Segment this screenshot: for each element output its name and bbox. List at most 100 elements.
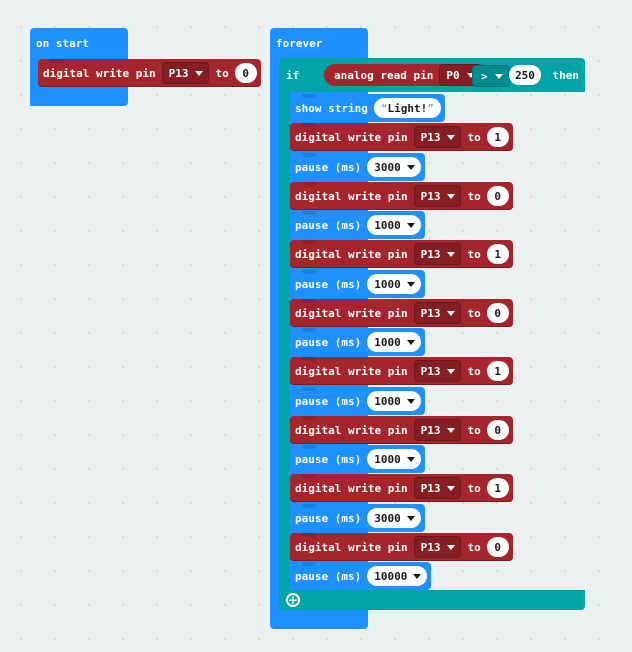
- pin-dropdown[interactable]: P13: [413, 243, 462, 265]
- chevron-down-icon: [406, 164, 415, 170]
- pause-block[interactable]: pause (ms) 1000: [290, 211, 425, 239]
- pause-block[interactable]: pause (ms) 3000: [290, 504, 425, 532]
- value-input[interactable]: 0: [486, 537, 509, 557]
- chevron-down-icon: [447, 485, 456, 491]
- pause-label: pause (ms): [295, 218, 362, 232]
- threshold-input[interactable]: 250: [509, 65, 541, 85]
- chevron-down-icon: [466, 72, 475, 78]
- duration-dropdown[interactable]: 3000: [367, 508, 421, 528]
- value-input[interactable]: 1: [486, 244, 509, 264]
- on-start-block[interactable]: on start: [30, 28, 128, 58]
- duration-dropdown[interactable]: 1000: [367, 391, 421, 411]
- value-input[interactable]: 1: [486, 127, 509, 147]
- pin-dropdown[interactable]: P13: [413, 302, 462, 324]
- pause-label: pause (ms): [295, 277, 362, 291]
- digital-write-block[interactable]: digital write pin P13 to 1: [290, 240, 513, 268]
- pause-block[interactable]: pause (ms) 1000: [290, 387, 425, 415]
- operator-dropdown[interactable]: >: [472, 65, 510, 87]
- pause-block[interactable]: pause (ms) 1000: [290, 328, 425, 356]
- value-input[interactable]: 1: [486, 478, 509, 498]
- digital-write-label: digital write pin: [295, 247, 408, 261]
- pause-label: pause (ms): [295, 160, 362, 174]
- value-input[interactable]: 0: [486, 303, 509, 323]
- chevron-down-icon: [447, 134, 456, 140]
- pause-block[interactable]: pause (ms) 3000: [290, 153, 425, 181]
- pause-block[interactable]: pause (ms) 1000: [290, 445, 425, 473]
- chevron-down-icon: [447, 310, 456, 316]
- digital-write-label: digital write pin: [295, 130, 408, 144]
- chevron-down-icon: [447, 427, 456, 433]
- duration-dropdown[interactable]: 1000: [367, 332, 421, 352]
- pause-label: pause (ms): [295, 511, 362, 525]
- digital-write-label: digital write pin: [295, 306, 408, 320]
- chevron-down-icon: [494, 73, 503, 79]
- show-string-block[interactable]: show string “Light!”: [290, 94, 445, 122]
- duration-dropdown[interactable]: 3000: [367, 157, 421, 177]
- pause-block[interactable]: pause (ms) 1000: [290, 270, 425, 298]
- chevron-down-icon: [406, 339, 415, 345]
- digital-write-block[interactable]: digital write pin P13 to 1: [290, 123, 513, 151]
- digital-write-label: digital write pin: [43, 66, 156, 80]
- pause-block[interactable]: pause (ms) 10000: [290, 562, 432, 590]
- pin-dropdown[interactable]: P13: [413, 360, 462, 382]
- pause-label: pause (ms): [295, 452, 362, 466]
- to-label: to: [467, 481, 481, 495]
- duration-dropdown[interactable]: 1000: [367, 274, 421, 294]
- to-label: to: [467, 306, 481, 320]
- duration-dropdown[interactable]: 1000: [367, 215, 421, 235]
- pin-dropdown[interactable]: P13: [161, 62, 210, 84]
- if-block-footer: [279, 590, 585, 610]
- pause-label: pause (ms): [295, 335, 362, 349]
- digital-write-block[interactable]: digital write pin P13 to 0: [290, 299, 513, 327]
- chevron-down-icon: [406, 222, 415, 228]
- digital-write-block[interactable]: digital write pin P13 to 1: [290, 357, 513, 385]
- pin-dropdown[interactable]: P13: [413, 185, 462, 207]
- digital-write-block[interactable]: digital write pin P13 to 0: [290, 416, 513, 444]
- if-block-spine: [279, 92, 290, 590]
- digital-write-label: digital write pin: [295, 364, 408, 378]
- value-input[interactable]: 0: [234, 63, 257, 83]
- to-label: to: [467, 130, 481, 144]
- value-input[interactable]: 0: [486, 186, 509, 206]
- digital-write-label: digital write pin: [295, 481, 408, 495]
- pause-label: pause (ms): [295, 394, 362, 408]
- value-input[interactable]: 0: [486, 420, 509, 440]
- on-start-label: on start: [36, 37, 89, 50]
- digital-write-block[interactable]: digital write pin P13 to 1: [290, 474, 513, 502]
- to-label: to: [215, 66, 229, 80]
- pin-dropdown[interactable]: P13: [413, 536, 462, 558]
- show-string-label: show string: [295, 101, 368, 115]
- digital-write-label: digital write pin: [295, 423, 408, 437]
- digital-write-block[interactable]: digital write pin P13 to 0: [290, 533, 513, 561]
- then-label: then: [552, 69, 580, 82]
- pause-label: pause (ms): [295, 569, 362, 583]
- pin-dropdown[interactable]: P13: [413, 419, 462, 441]
- chevron-down-icon: [447, 544, 456, 550]
- string-input[interactable]: “Light!”: [373, 98, 441, 118]
- analog-read-pin-block[interactable]: analog read pin P0: [324, 64, 489, 86]
- chevron-down-icon: [406, 281, 415, 287]
- to-label: to: [467, 423, 481, 437]
- if-label: if: [286, 69, 300, 82]
- to-label: to: [467, 540, 481, 554]
- to-label: to: [467, 247, 481, 261]
- to-label: to: [467, 364, 481, 378]
- chevron-down-icon: [406, 456, 415, 462]
- chevron-down-icon: [195, 70, 204, 76]
- chevron-down-icon: [447, 251, 456, 257]
- on-start-body-left: [30, 58, 38, 106]
- chevron-down-icon: [447, 193, 456, 199]
- pin-dropdown[interactable]: P13: [413, 477, 462, 499]
- forever-block[interactable]: forever: [270, 28, 368, 58]
- duration-dropdown[interactable]: 1000: [367, 449, 421, 469]
- chevron-down-icon: [406, 515, 415, 521]
- plus-circle-icon[interactable]: +: [286, 593, 300, 607]
- pin-dropdown[interactable]: P13: [413, 126, 462, 148]
- digital-write-label: digital write pin: [295, 540, 408, 554]
- duration-dropdown[interactable]: 10000: [367, 566, 428, 586]
- to-label: to: [467, 189, 481, 203]
- on-start-digital-write-block[interactable]: digital write pin P13 to 0: [38, 59, 261, 87]
- chevron-down-icon: [406, 398, 415, 404]
- value-input[interactable]: 1: [486, 361, 509, 381]
